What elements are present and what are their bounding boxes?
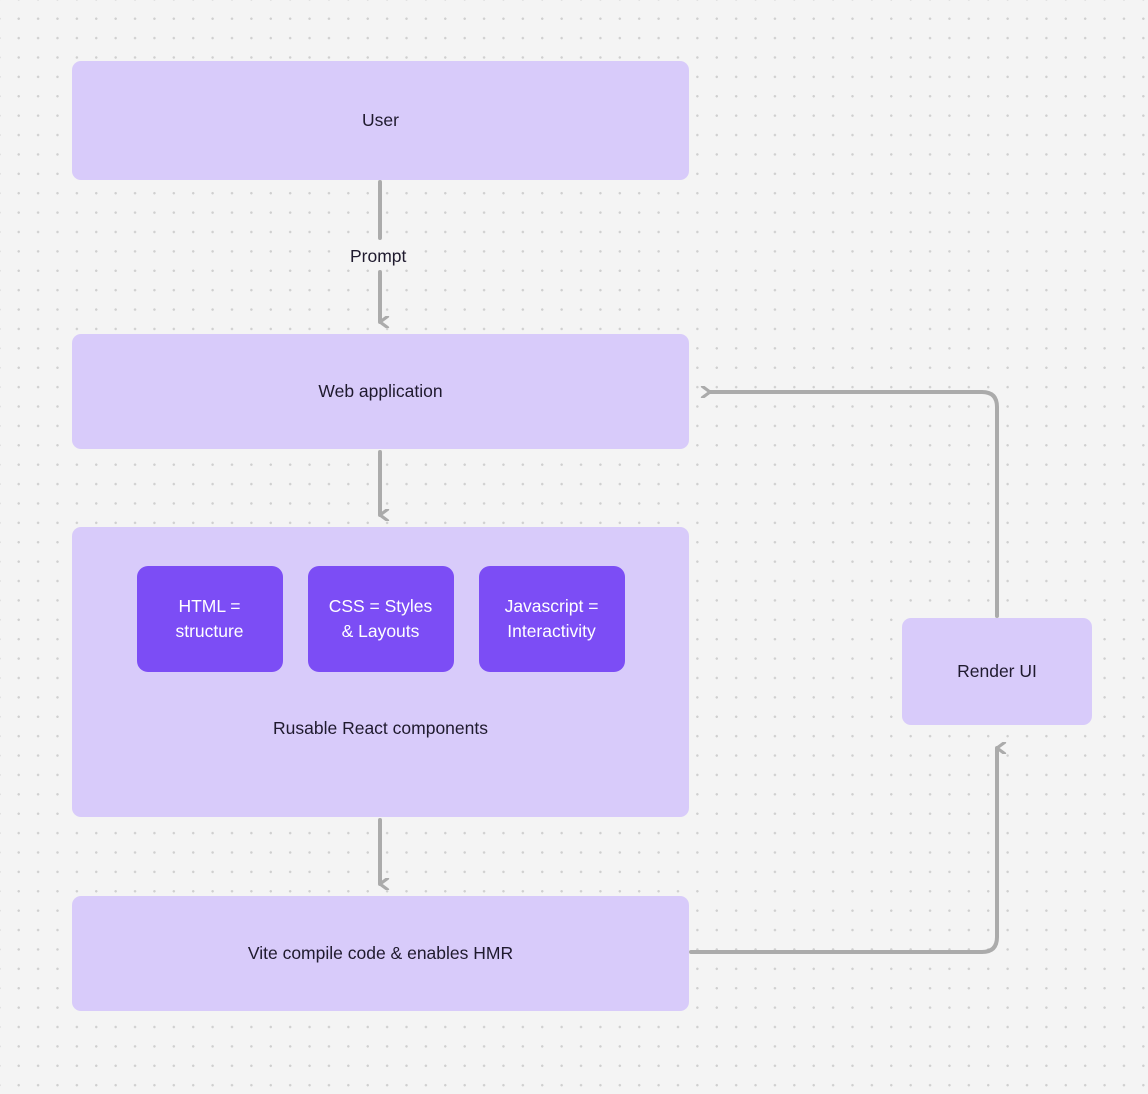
edge-vite-to-render-ui	[689, 748, 997, 954]
node-web-application[interactable]: Web application	[72, 334, 689, 449]
inner-box-css[interactable]: CSS = Styles & Layouts	[307, 566, 454, 672]
edge-render-ui-to-webapp	[710, 392, 999, 618]
node-web-application-label: Web application	[318, 380, 443, 401]
node-render-ui-label: Render UI	[957, 660, 1037, 681]
components-caption: Rusable React components	[273, 718, 488, 738]
node-render-ui[interactable]: Render UI	[902, 618, 1092, 725]
inner-box-html[interactable]: HTML = structure	[136, 566, 283, 672]
node-user-label: User	[362, 109, 399, 130]
edge-label-prompt: Prompt	[345, 246, 412, 267]
node-user[interactable]: User	[72, 61, 689, 180]
node-vite-compile[interactable]: Vite compile code & enables HMR	[72, 896, 689, 1011]
node-vite-label: Vite compile code & enables HMR	[247, 942, 514, 963]
inner-box-javascript[interactable]: Javascript = Interactivity	[478, 566, 625, 672]
node-reusable-components-container[interactable]: HTML = structure CSS = Styles & Layouts …	[72, 527, 689, 817]
inner-box-row: HTML = structure CSS = Styles & Layouts …	[72, 566, 689, 672]
